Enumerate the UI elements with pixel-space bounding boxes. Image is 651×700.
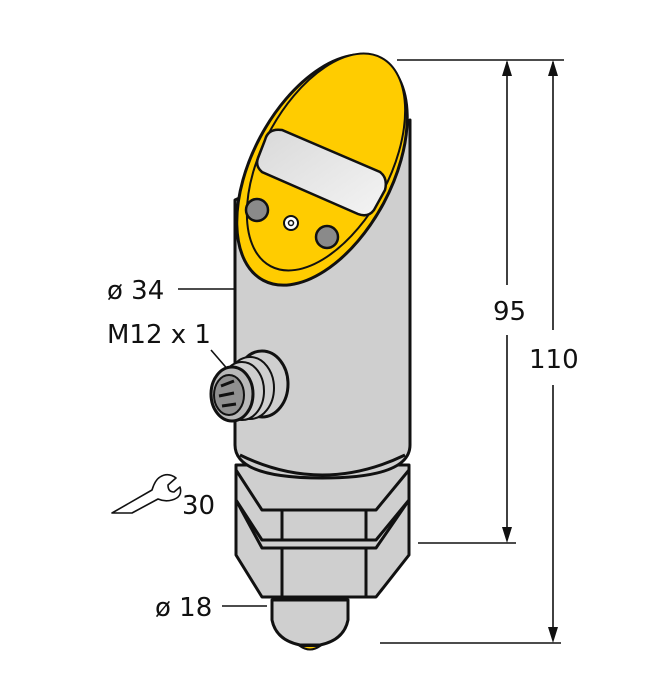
wrench-icon: [111, 473, 182, 514]
display-window: [255, 128, 388, 217]
label-connector-thread: M12 x 1: [107, 320, 211, 350]
led-indicator: [283, 215, 299, 231]
hex-nut: [234, 463, 411, 542]
button-right: [314, 224, 340, 250]
label-process-diameter: ø 18: [155, 593, 212, 623]
m12-connector: [209, 349, 290, 423]
label-housing-diameter: ø 34: [107, 276, 164, 306]
label-height-110: 110: [529, 345, 579, 375]
label-wrench-size: 30: [182, 491, 215, 521]
display-head: [235, 52, 409, 287]
label-height-95: 95: [493, 297, 526, 327]
button-left: [244, 197, 270, 223]
